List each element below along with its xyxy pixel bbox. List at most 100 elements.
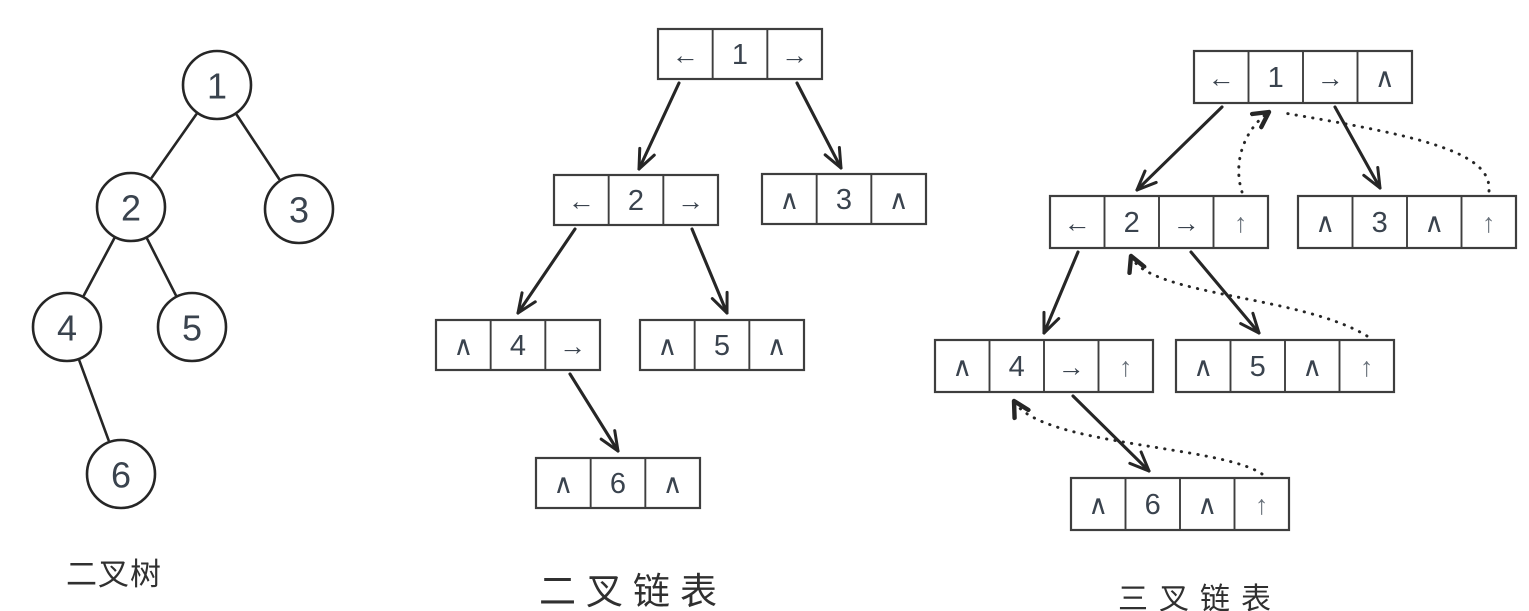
tree-node-circle: [156, 291, 228, 363]
tree-node-label: 1: [207, 66, 227, 107]
tl-cell-data: 2: [1124, 207, 1140, 239]
bl-node-box: [760, 172, 928, 226]
bl-cell-null: ∧: [767, 331, 787, 361]
tl-cell-data: 6: [1145, 489, 1161, 521]
tree-node-circle: [85, 438, 157, 510]
tree-node-label: 2: [121, 188, 141, 229]
bl-child-arrow-1: [795, 81, 843, 170]
bl-cell-null: ∧: [553, 469, 573, 499]
tl-child-arrow-2: [1042, 250, 1080, 335]
bl-cell-null: ∧: [663, 469, 683, 499]
bl-node-box: [434, 318, 602, 372]
tree-node-label: 6: [111, 455, 131, 496]
bl-cell-data: 2: [628, 185, 644, 217]
bl-node-3: ∧ 3 ∧: [760, 172, 928, 226]
tl-cell-pointer: ↑: [1255, 490, 1269, 520]
tl-node-1: ←1→∧: [1192, 49, 1414, 105]
tl-parent-arrow-2: [1131, 256, 1369, 338]
tree-node-circle: [31, 291, 103, 363]
bl-node-6: ∧ 6 ∧: [534, 456, 702, 510]
caption-ternary-linked-list: 三叉链表: [1118, 583, 1282, 611]
caption-binary-tree: 二叉树: [66, 557, 162, 592]
tl-cell-pointer: ↑: [1360, 352, 1374, 382]
bl-cell-pointer: →: [781, 40, 808, 70]
tl-child-arrow-4: [1071, 394, 1151, 473]
bl-node-box: [638, 318, 806, 372]
tl-cell-pointer: ←: [1208, 63, 1235, 93]
tl-cell-pointer: →: [1058, 352, 1085, 382]
bl-cell-pointer: →: [559, 331, 586, 361]
bl-node-4: ∧ 4 →: [434, 318, 602, 372]
tl-child-arrow-0: [1135, 105, 1224, 192]
tree-edge-4-6: [78, 359, 110, 442]
tree-node-3: 3: [263, 173, 335, 245]
tl-node-2: ← 2 → ↑: [1048, 194, 1270, 250]
tl-parent-arrow-0: [1237, 112, 1269, 194]
tree-node-1: 1: [181, 49, 253, 121]
tree-node-6: 6: [85, 438, 157, 510]
tl-parent-arrow-1: [1282, 111, 1491, 193]
bl-cell-data: 4: [510, 330, 526, 362]
tl-cell-data: 5: [1250, 351, 1266, 383]
bl-node-box: [534, 456, 702, 510]
bl-cell-data: 3: [836, 184, 852, 216]
bl-cell-data: 1: [732, 39, 748, 71]
bl-cell-null: ∧: [779, 185, 799, 215]
tl-cell-pointer: ↑: [1234, 208, 1248, 238]
bl-cell-pointer: ←: [568, 186, 595, 216]
tree-node-2: 2: [95, 171, 167, 243]
tl-node-5: ∧ 5 ∧ ↑: [1174, 338, 1396, 394]
bl-node-box: [552, 173, 720, 227]
tl-parent-arrow-3: [1014, 401, 1264, 476]
tl-cell-pointer: →: [1173, 208, 1200, 238]
tl-cell-pointer: →: [1317, 63, 1344, 93]
bl-cell-pointer: →: [677, 186, 704, 216]
bl-node-1: ← 1 →: [656, 27, 824, 81]
bl-child-arrow-0: [637, 81, 681, 171]
tl-cell-null: ∧: [1197, 490, 1217, 520]
tree-edge-1-2: [150, 113, 198, 179]
bl-child-arrow-3: [690, 227, 729, 315]
tl-cell-null: ∧: [1193, 352, 1213, 382]
tree-node-5: 5: [156, 291, 228, 363]
bl-cell-null: ∧: [453, 331, 473, 361]
bl-child-arrow-4: [568, 372, 620, 453]
tl-node-3: ∧ 3 ∧ ↑: [1296, 194, 1518, 250]
tree-edge-2-4: [82, 237, 116, 297]
tl-cell-null: ∧: [1315, 208, 1335, 238]
tree-edge-1-3: [235, 113, 281, 181]
bl-cell-data: 5: [714, 330, 730, 362]
bl-cell-null: ∧: [657, 331, 677, 361]
tl-cell-pointer: ←: [1064, 208, 1091, 238]
tl-cell-null: ∧: [1424, 208, 1444, 238]
bl-node-box: [656, 27, 824, 81]
tl-child-arrow-3: [1189, 250, 1261, 335]
tl-cell-data: 4: [1009, 351, 1025, 383]
tl-cell-pointer: ↑: [1482, 208, 1496, 238]
tl-cell-null: ∧: [1088, 490, 1108, 520]
tree-node-circle: [95, 171, 167, 243]
bl-node-5: ∧ 5 ∧: [638, 318, 806, 372]
tl-cell-data: 1: [1268, 62, 1284, 94]
tl-cell-null: ∧: [952, 352, 972, 382]
bl-child-arrow-2: [516, 227, 577, 315]
tl-node-4: ∧4→↑: [933, 338, 1155, 394]
tree-edge-2-5: [146, 237, 177, 297]
tree-node-label: 3: [289, 190, 309, 231]
tree-node-label: 4: [57, 308, 77, 349]
bl-cell-pointer: ←: [672, 40, 699, 70]
tl-child-arrow-1: [1333, 105, 1382, 190]
tl-node-6: ∧ 6 ∧ ↑: [1069, 476, 1291, 532]
bl-cell-data: 6: [610, 468, 626, 500]
tl-cell-null: ∧: [1302, 352, 1322, 382]
bl-cell-null: ∧: [889, 185, 909, 215]
tree-node-label: 5: [182, 308, 202, 349]
tree-node-circle: [181, 49, 253, 121]
tl-cell-data: 3: [1372, 207, 1388, 239]
tree-node-circle: [263, 173, 335, 245]
tree-node-4: 4: [31, 291, 103, 363]
bl-node-2: ← 2 →: [552, 173, 720, 227]
caption-binary-linked-list: 二叉链表: [539, 571, 727, 611]
